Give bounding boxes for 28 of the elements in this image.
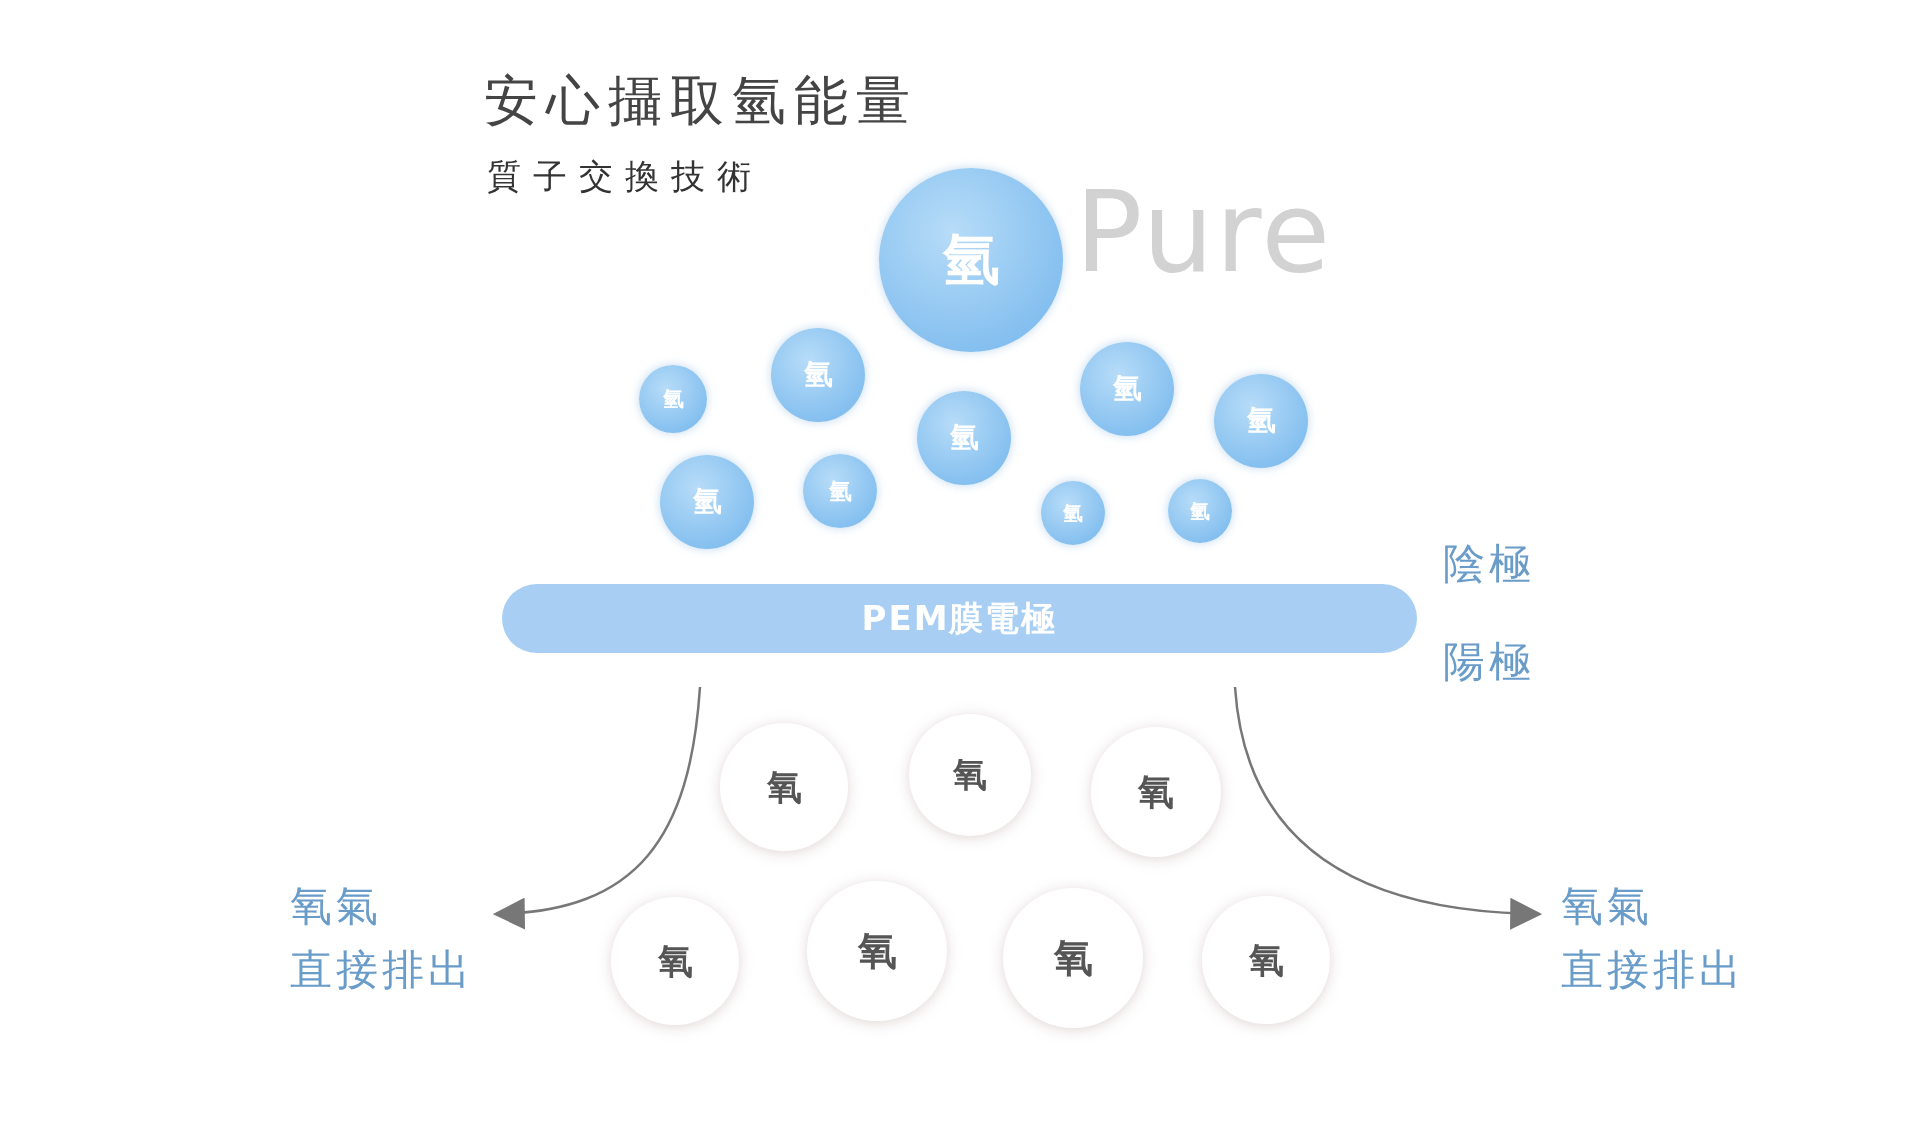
hydrogen-bubble: 氫 bbox=[771, 328, 865, 422]
electrode-label: 陰極 bbox=[1443, 540, 1535, 589]
oxygen-bubble: 氧 bbox=[1202, 896, 1330, 1024]
oxygen-bubble: 氧 bbox=[909, 714, 1031, 836]
oxygen-bubble: 氧 bbox=[1091, 727, 1221, 857]
oxygen-bubble: 氧 bbox=[720, 723, 848, 851]
exhaust-label: 氧氣 bbox=[1561, 880, 1654, 932]
curved-arrow bbox=[492, 686, 702, 929]
hydrogen-bubble: 氫 bbox=[1214, 374, 1308, 468]
oxygen-bubble: 氧 bbox=[1003, 888, 1143, 1028]
hydrogen-bubble: 氫 bbox=[1041, 481, 1105, 545]
hydrogen-bubble: 氫 bbox=[660, 455, 754, 549]
electrode-label: 陽極 bbox=[1443, 638, 1535, 687]
exhaust-label: 直接排出 bbox=[290, 944, 474, 996]
exhaust-label: 氧氣 bbox=[290, 880, 383, 932]
title: 安心攝取氫能量 bbox=[484, 70, 918, 133]
oxygen-bubble: 氧 bbox=[611, 897, 739, 1025]
exhaust-label: 直接排出 bbox=[1561, 944, 1745, 996]
hydrogen-bubble: 氫 bbox=[803, 454, 877, 528]
membrane-bar: PEM膜電極 bbox=[502, 584, 1417, 653]
curved-arrow bbox=[1233, 686, 1543, 929]
hydrogen-bubble: 氫 bbox=[639, 365, 707, 433]
hydrogen-bubble: 氫 bbox=[879, 168, 1063, 352]
hydrogen-bubble: 氫 bbox=[917, 391, 1011, 485]
hydrogen-bubble: 氫 bbox=[1168, 479, 1232, 543]
oxygen-bubble: 氧 bbox=[807, 881, 947, 1021]
subtitle: 質子交換技術 bbox=[487, 157, 763, 197]
hydrogen-bubble: 氫 bbox=[1080, 342, 1174, 436]
